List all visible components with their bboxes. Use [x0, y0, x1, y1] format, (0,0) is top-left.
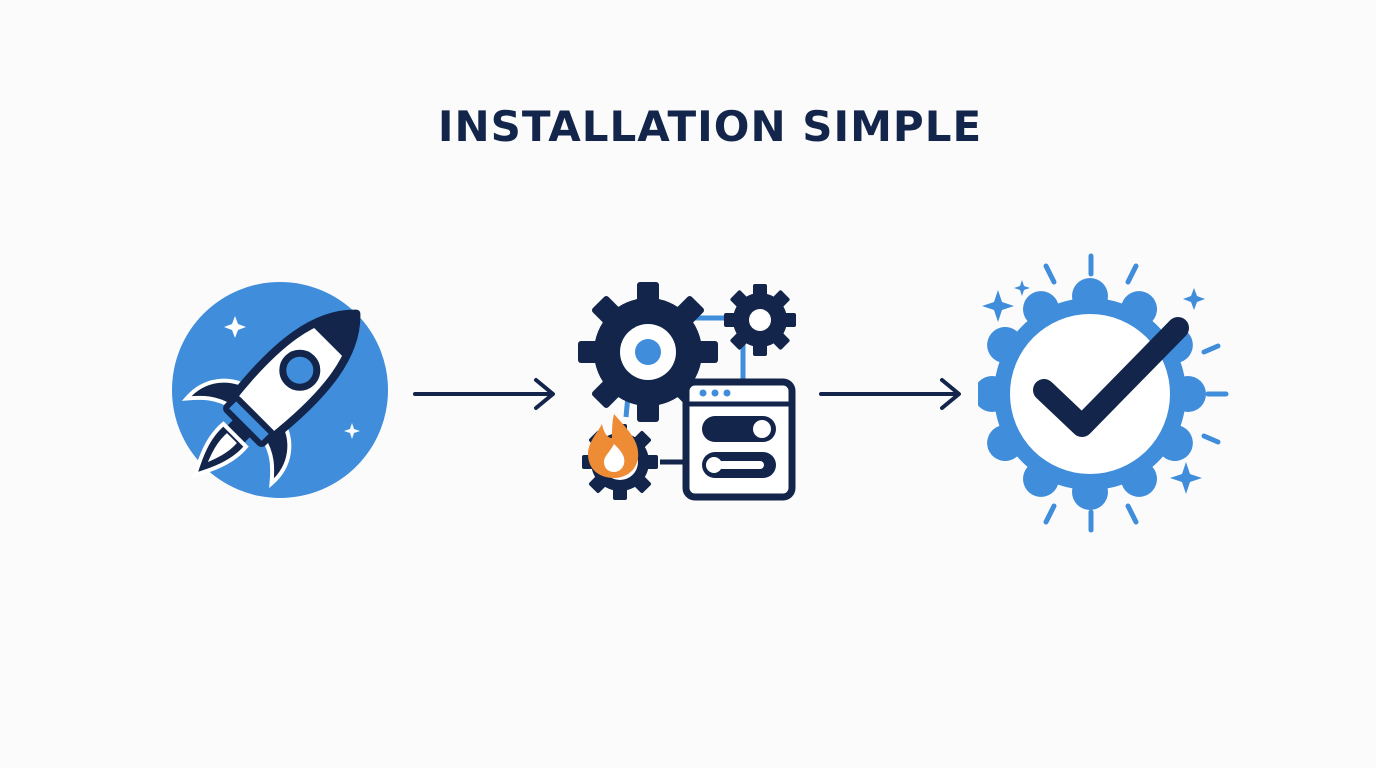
page-title: INSTALLATION SIMPLE	[437, 102, 983, 151]
verified-check-badge-icon	[978, 253, 1229, 533]
flow-arrow-2	[819, 378, 961, 410]
gears-configuration-icon	[578, 282, 796, 501]
rocket-launch-icon	[172, 282, 388, 498]
flow-arrow-1	[413, 378, 555, 410]
